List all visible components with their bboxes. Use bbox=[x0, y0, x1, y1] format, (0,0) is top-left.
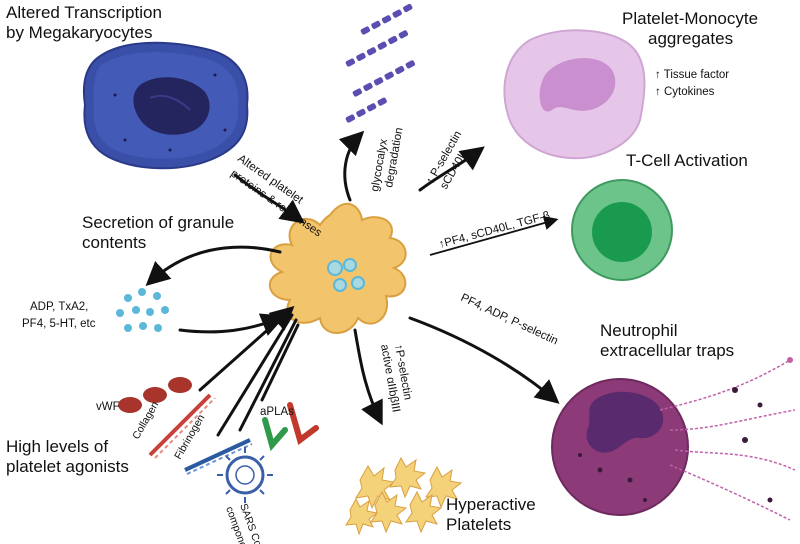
label-fibrinogen: Fibrinogen bbox=[172, 412, 207, 461]
fibrinogen-fiber bbox=[184, 438, 253, 475]
tcell bbox=[571, 179, 673, 281]
label-secretion-2: contents bbox=[82, 233, 146, 252]
sars-cov2-virus bbox=[217, 447, 273, 503]
label-aplas: aPLAs bbox=[260, 406, 294, 418]
label-neutrophil-2: extracellular traps bbox=[600, 341, 734, 360]
collagen-fiber bbox=[148, 393, 216, 459]
glycocalyx-chains bbox=[345, 3, 416, 123]
label-secretion-1: Secretion of granule bbox=[82, 213, 234, 232]
arrows bbox=[145, 130, 560, 437]
monocyte-cell bbox=[503, 29, 646, 160]
hyperactive-platelets bbox=[345, 456, 463, 536]
neutrophil-cell bbox=[551, 357, 796, 521]
label-adp-list-2: PF4, 5-HT, etc bbox=[22, 318, 96, 330]
label-altered-transcription-2: by Megakaryocytes bbox=[6, 23, 152, 42]
label-cytokines: ↑ Cytokines bbox=[655, 86, 715, 98]
label-altered-transcription-1: Altered Transcription bbox=[6, 3, 162, 22]
label-hyperactive-2: Platelets bbox=[446, 515, 511, 534]
label-high-levels-2: platelet agonists bbox=[6, 457, 129, 476]
label-hyperactive-1: Hyperactive bbox=[446, 495, 536, 514]
label-tissue-factor: ↑ Tissue factor bbox=[655, 69, 729, 81]
megakaryocyte-cell bbox=[82, 41, 249, 170]
label-platelet-monocyte-2: aggregates bbox=[648, 29, 733, 48]
label-tcell: T-Cell Activation bbox=[626, 151, 748, 170]
label-neutrophil-1: Neutrophil bbox=[600, 321, 678, 340]
label-pf4-tgf: ↑PF4, sCD40L, TGF-β bbox=[438, 210, 552, 251]
granule-dots bbox=[116, 288, 169, 332]
label-vwf: vWF bbox=[96, 401, 120, 413]
label-pf4-adp: PF4, ADP, P-selectin bbox=[459, 292, 560, 348]
central-platelet bbox=[268, 202, 407, 334]
label-high-levels-1: High levels of bbox=[6, 437, 108, 456]
label-adp-list-1: ADP, TxA2, bbox=[30, 301, 88, 313]
aplas-antibodies bbox=[262, 402, 319, 452]
label-platelet-monocyte-1: Platelet-Monocyte bbox=[622, 9, 758, 28]
vwf-molecule bbox=[118, 377, 192, 413]
